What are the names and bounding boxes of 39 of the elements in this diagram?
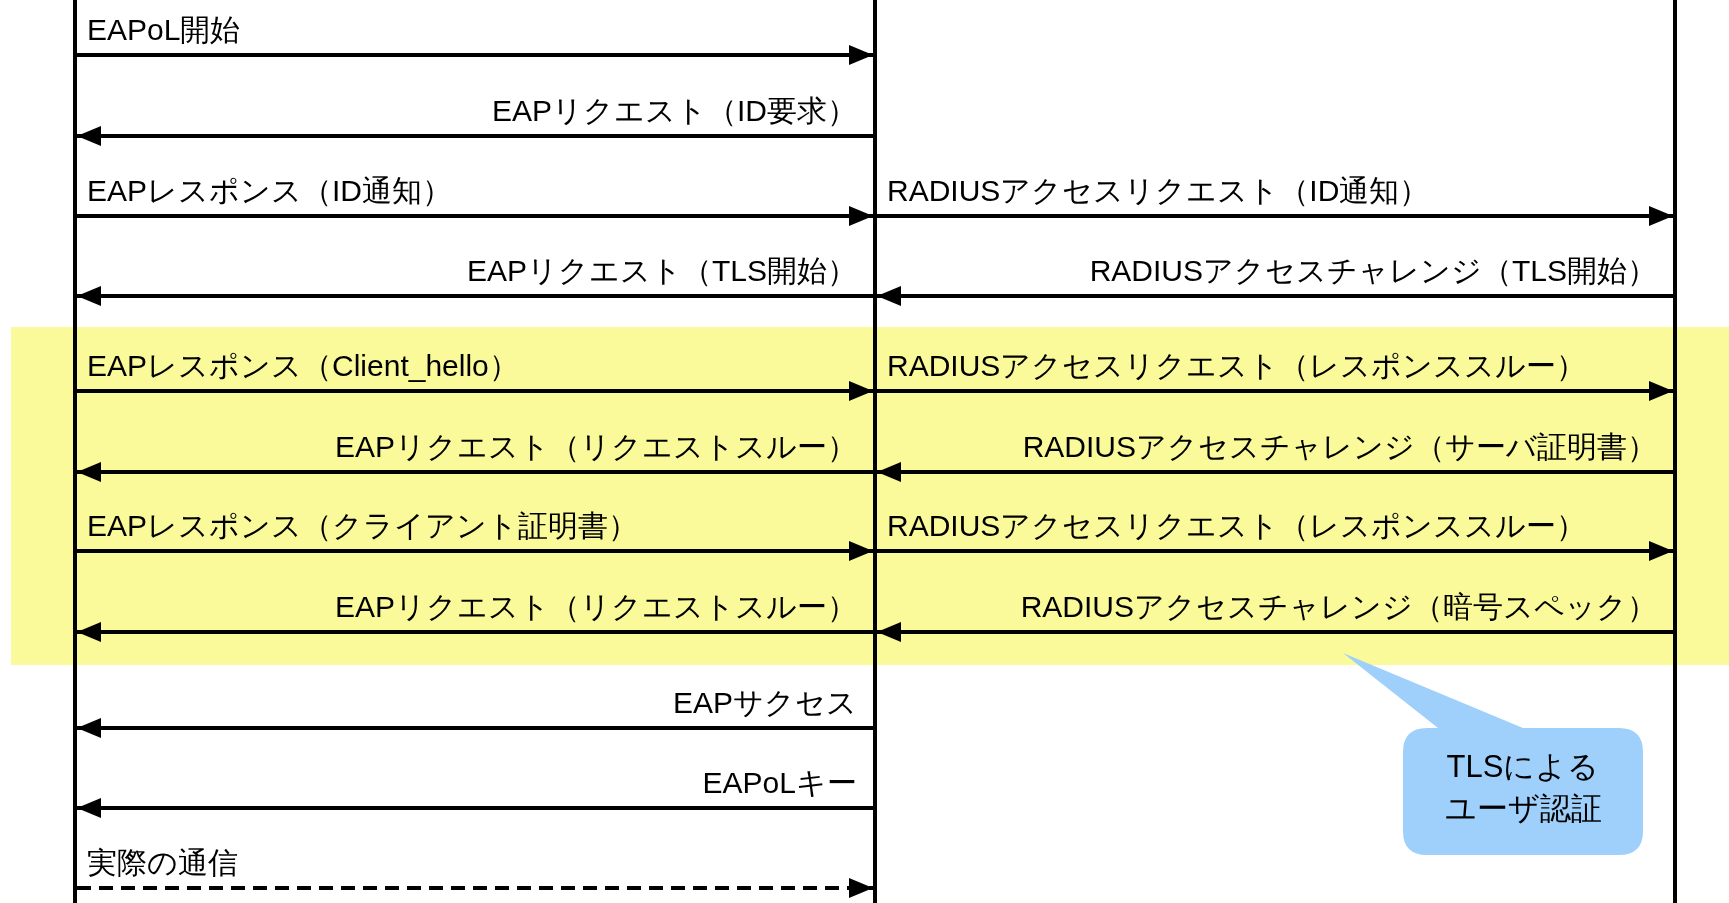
arrow	[77, 878, 873, 898]
edge-label: EAPレスポンス（Client_hello）	[87, 349, 519, 383]
arrow	[77, 541, 873, 561]
arrow	[77, 45, 873, 65]
arrow	[877, 206, 1673, 226]
edge-label: EAPサクセス	[672, 686, 857, 720]
edge-label: EAPリクエスト（リクエストスルー）	[334, 590, 857, 624]
callout-text: TLSによるユーザ認証	[1443, 748, 1603, 828]
edge-label: RADIUSアクセスチャレンジ（TLS開始）	[1089, 254, 1657, 288]
edge-label: EAPレスポンス（ID通知）	[87, 174, 453, 208]
arrow	[877, 541, 1673, 561]
arrow	[77, 622, 873, 642]
arrow	[877, 381, 1673, 401]
edge-label: EAPoL開始	[87, 13, 241, 47]
arrow	[877, 286, 1673, 306]
arrow	[77, 381, 873, 401]
arrow	[77, 798, 873, 818]
edge-label: EAPリクエスト（リクエストスルー）	[334, 430, 857, 464]
edge-label: RADIUSアクセスリクエスト（ID通知）	[887, 174, 1430, 208]
edge-label: RADIUSアクセスチャレンジ（サーバ証明書）	[1022, 430, 1657, 464]
edge-label: RADIUSアクセスリクエスト（レスポンススルー）	[887, 349, 1587, 383]
lifeline	[1673, 0, 1677, 903]
edge-label: 実際の通信	[87, 846, 238, 880]
lifeline	[73, 0, 77, 903]
arrow	[77, 718, 873, 738]
arrow	[77, 462, 873, 482]
arrow	[77, 126, 873, 146]
lifeline	[873, 0, 877, 903]
edge-label: EAPリクエスト（ID要求）	[491, 94, 857, 128]
edge-label: RADIUSアクセスチャレンジ（暗号スペック）	[1020, 590, 1657, 624]
edge-label: EAPoLキー	[702, 766, 857, 800]
edge-label: EAPレスポンス（クライアント証明書）	[87, 509, 639, 543]
arrow	[877, 462, 1673, 482]
arrow	[877, 622, 1673, 642]
edge-label: EAPリクエスト（TLS開始）	[466, 254, 857, 288]
edge-label: RADIUSアクセスリクエスト（レスポンススルー）	[887, 509, 1587, 543]
arrow	[77, 286, 873, 306]
callout-bubble	[1343, 653, 1643, 855]
arrow	[77, 206, 873, 226]
